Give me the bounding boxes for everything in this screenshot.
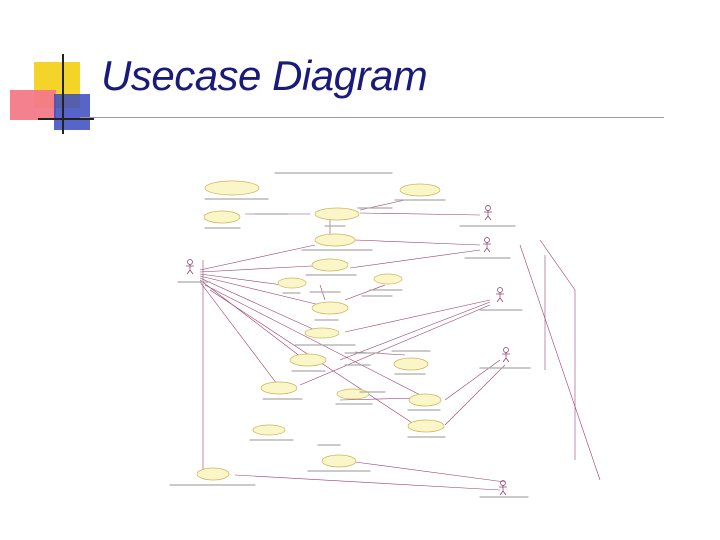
decor-horizontal-line bbox=[38, 118, 94, 120]
usecase-diagram bbox=[169, 172, 601, 498]
decor-blue-square bbox=[54, 94, 90, 130]
page-title: Usecase Diagram bbox=[101, 52, 428, 99]
title-underline bbox=[80, 117, 664, 118]
decor-red-square bbox=[10, 90, 56, 120]
decor-vertical-line bbox=[62, 54, 64, 134]
